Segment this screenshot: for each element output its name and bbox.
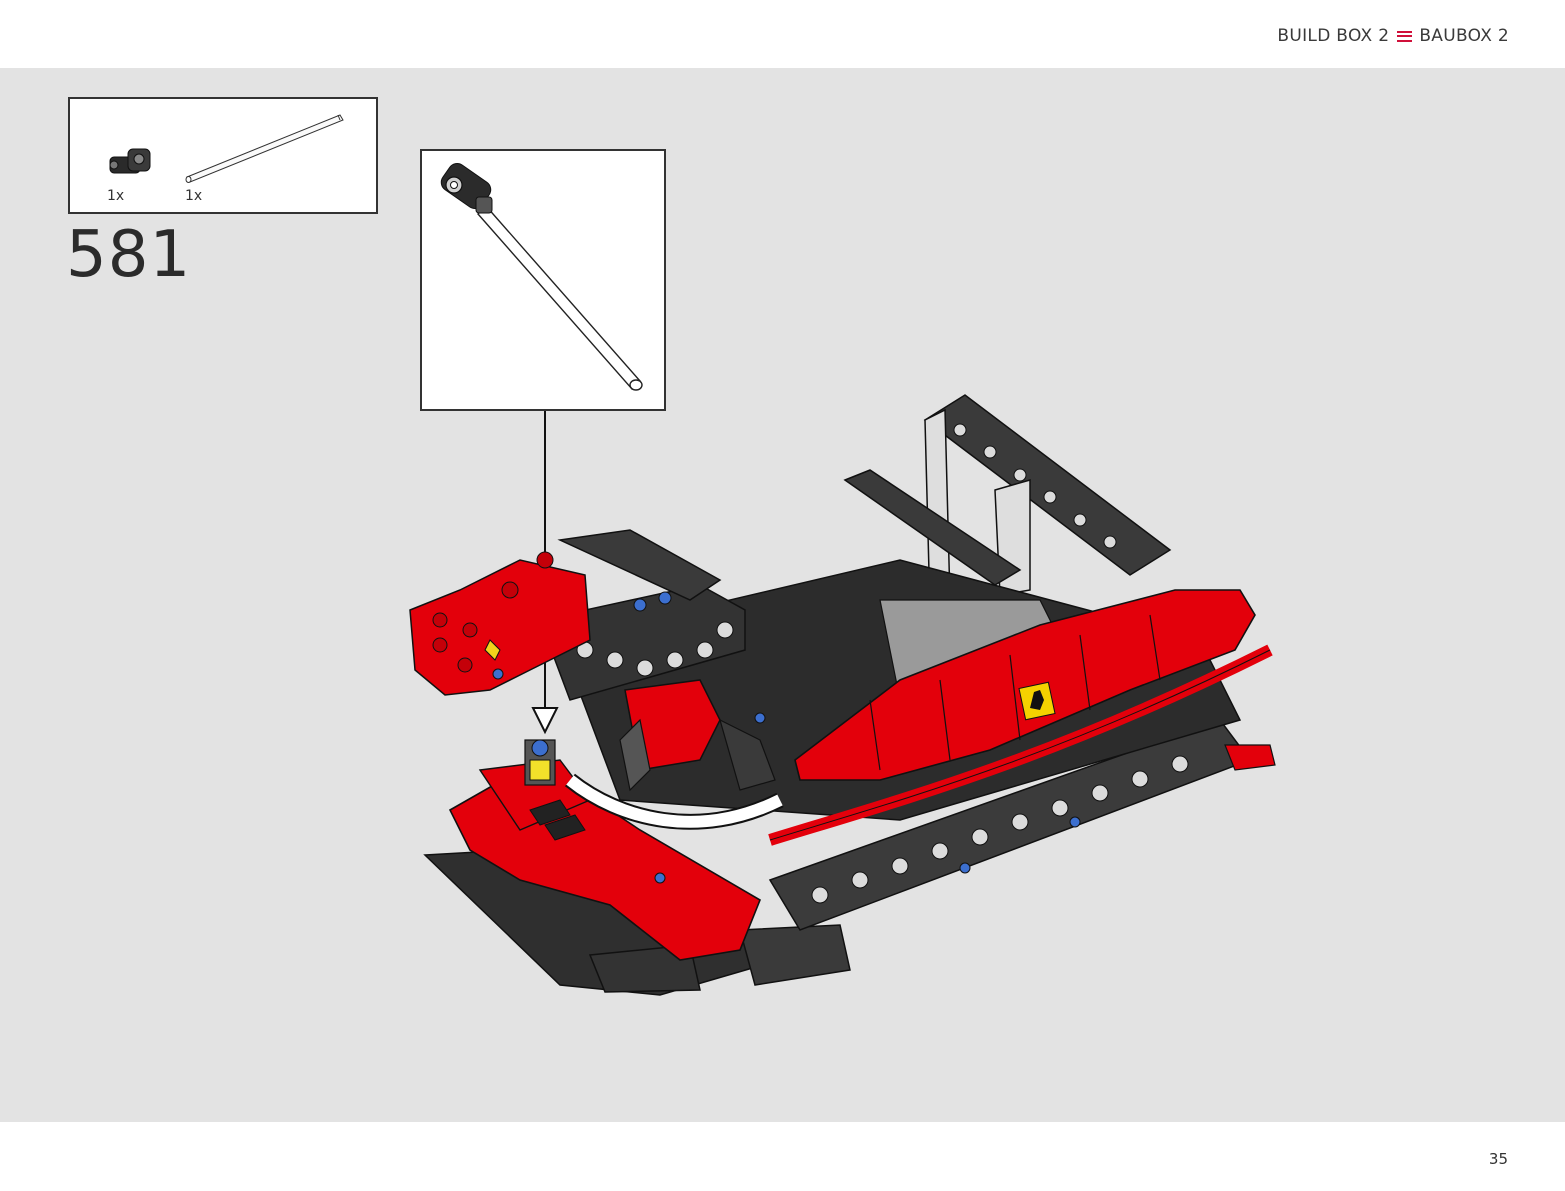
- callout-box: [420, 149, 666, 411]
- callout-illustration: [440, 162, 643, 391]
- connector-with-axle-icon: [440, 162, 643, 391]
- parts-illustration: [109, 114, 344, 183]
- menu-lines-icon: [1397, 30, 1413, 42]
- parts-list-box: 1x 1x: [68, 97, 378, 214]
- part-quantity: 1x: [185, 188, 203, 204]
- step-number: 581: [66, 218, 192, 292]
- page-number: 35: [1488, 1150, 1508, 1168]
- part-quantity: 1x: [107, 188, 125, 204]
- axle-connector-icon: [109, 148, 151, 174]
- page-footer: [0, 1122, 1565, 1191]
- page-header: BUILD BOX 2 BAUBOX 2: [0, 0, 1565, 68]
- build-box-en: BUILD BOX 2: [1277, 26, 1390, 46]
- long-axle-icon: [185, 114, 344, 183]
- build-box-label: BUILD BOX 2 BAUBOX 2: [1277, 26, 1509, 46]
- build-box-de: BAUBOX 2: [1419, 26, 1509, 46]
- ferrari-chassis-model: [409, 394, 1276, 996]
